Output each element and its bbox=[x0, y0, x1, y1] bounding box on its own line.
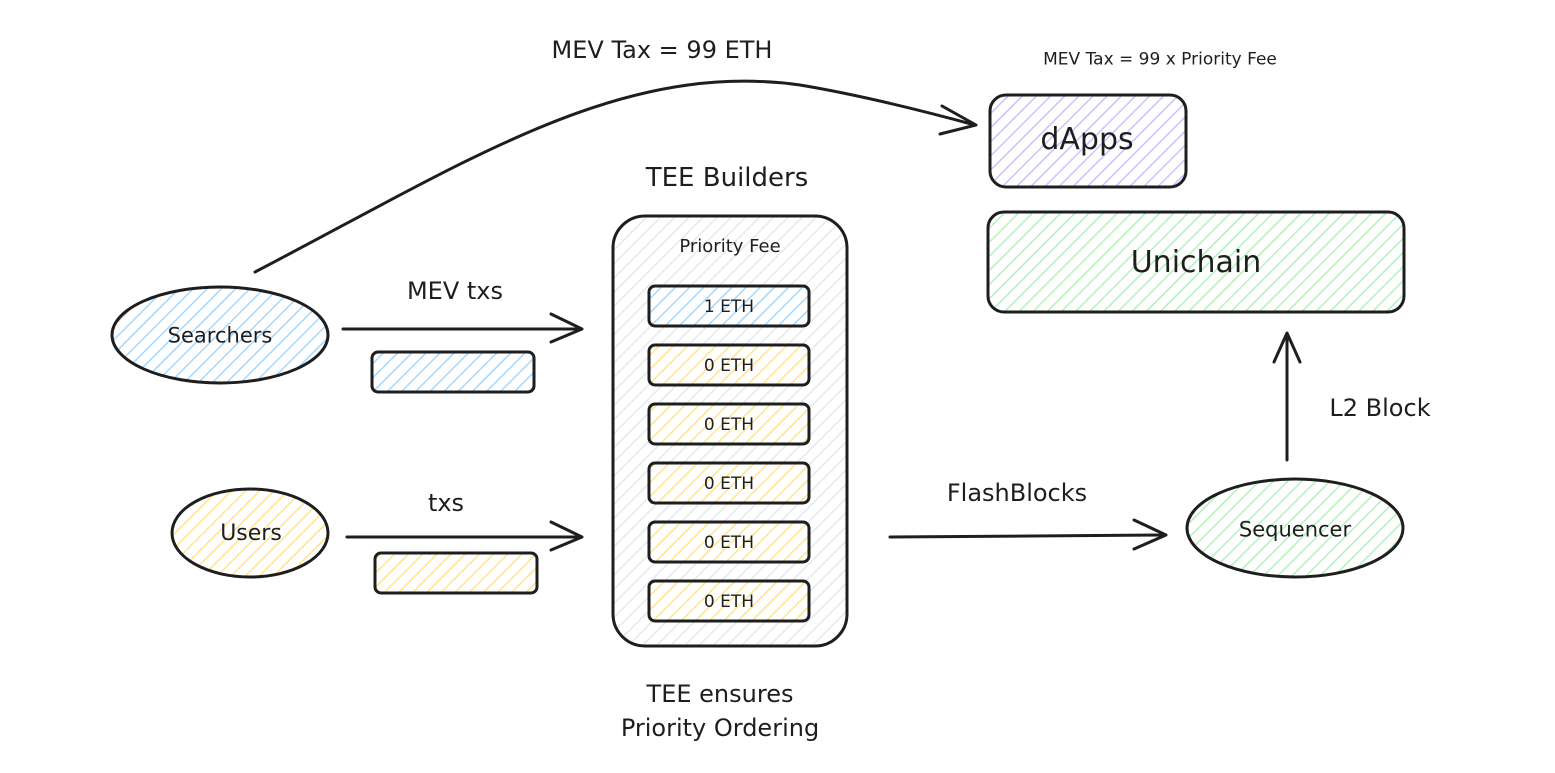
searchers-label: Searchers bbox=[167, 323, 273, 348]
tee-note-line1: TEE ensures bbox=[646, 680, 794, 708]
flashblocks-label: FlashBlocks bbox=[946, 479, 1088, 507]
fee-slot-label: 0 ETH bbox=[704, 474, 754, 494]
fee-slot-label: 0 ETH bbox=[704, 415, 754, 435]
mev-tx-packet bbox=[370, 350, 536, 394]
flashblocks-arrow bbox=[888, 533, 1166, 539]
mev-txs-label: MEV txs bbox=[406, 277, 504, 305]
txs-label: txs bbox=[427, 489, 465, 517]
unichain-label: Unichain bbox=[1130, 245, 1262, 280]
flashblocks-arrowhead bbox=[1132, 518, 1168, 551]
fee-slot bbox=[647, 461, 811, 505]
searchers-node bbox=[110, 285, 330, 385]
users-node bbox=[170, 487, 330, 579]
mev-tax-formula-label: MEV Tax = 99 x Priority Fee bbox=[1043, 49, 1277, 70]
mev-txs-arrowhead bbox=[549, 312, 584, 344]
user-tx-packet bbox=[373, 551, 539, 595]
priority-fee-header: Priority Fee bbox=[679, 236, 781, 257]
fee-slot-label: 1 ETH bbox=[704, 297, 754, 317]
fee-slot bbox=[647, 579, 811, 623]
fee-slot bbox=[647, 343, 811, 387]
sequencer-node bbox=[1185, 477, 1405, 579]
sequencer-label: Sequencer bbox=[1238, 517, 1352, 542]
fee-slot bbox=[647, 284, 811, 328]
fee-slot-label: 0 ETH bbox=[704, 592, 754, 612]
tee-note-line2: Priority Ordering bbox=[620, 714, 820, 742]
l2-block-label: L2 Block bbox=[1329, 394, 1431, 422]
tee-builders-label: TEE Builders bbox=[645, 163, 809, 193]
fee-slot-list: 1 ETH 0 ETH 0 ETH 0 ETH 0 ETH 0 ETH bbox=[647, 284, 811, 623]
dapps-label: dApps bbox=[1040, 122, 1134, 157]
unichain-box bbox=[986, 210, 1406, 314]
mev-tax-total-label: MEV Tax = 99 ETH bbox=[551, 36, 773, 64]
dapps-box bbox=[988, 93, 1188, 189]
fee-slot bbox=[647, 520, 811, 564]
mev-tax-curve-arrow bbox=[253, 79, 977, 274]
users-label: Users bbox=[220, 521, 282, 546]
fee-slot-label: 0 ETH bbox=[704, 533, 754, 553]
mev-tax-arrowhead bbox=[938, 104, 978, 136]
txs-arrowhead bbox=[549, 520, 584, 552]
fee-slot-label: 0 ETH bbox=[704, 356, 754, 376]
fee-slot bbox=[647, 402, 811, 446]
l2-block-arrowhead bbox=[1272, 331, 1302, 364]
